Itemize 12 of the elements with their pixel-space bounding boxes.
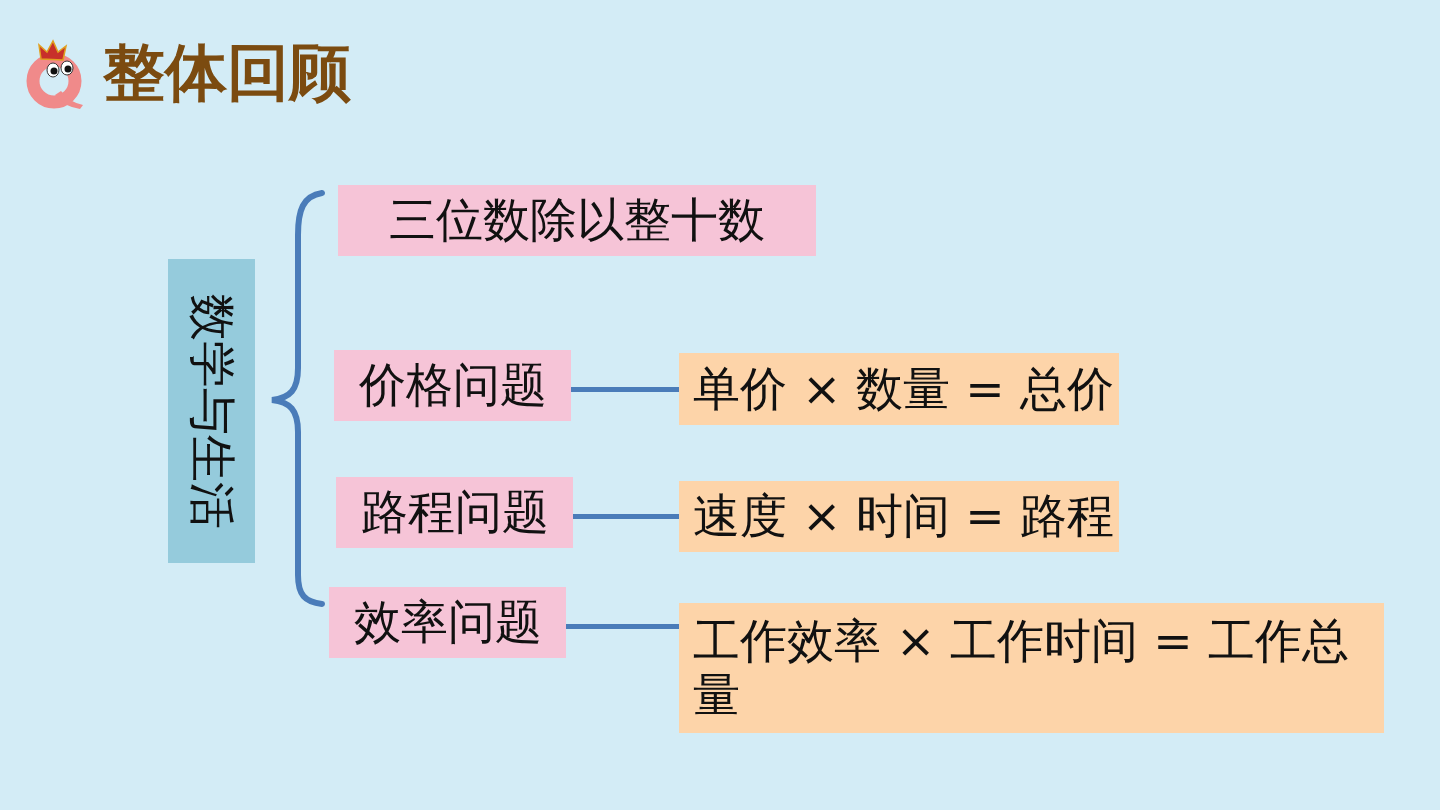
title: 整体回顾 <box>103 36 351 111</box>
topic-box: 数学与生活 <box>168 259 255 563</box>
connector-line <box>573 514 679 519</box>
subtopic-box: 路程问题 <box>336 477 573 548</box>
connector-line <box>566 624 679 629</box>
subtopic-box: 价格问题 <box>334 350 571 421</box>
formula-box: 单价 × 数量 = 总价 <box>679 353 1119 425</box>
formula-box: 工作效率 × 工作时间 = 工作总量 <box>679 603 1384 733</box>
subtopic-box: 效率问题 <box>329 587 566 658</box>
subtopic-box: 三位数除以整十数 <box>338 185 816 256</box>
formula-box: 速度 × 时间 = 路程 <box>679 481 1119 552</box>
connector-line <box>571 387 679 392</box>
